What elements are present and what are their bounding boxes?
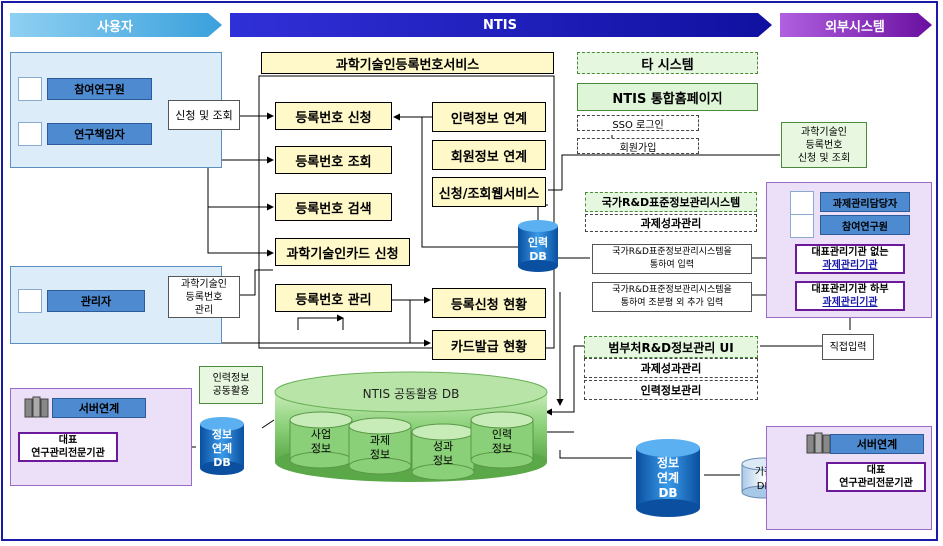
hr-db-label: 인력 DB bbox=[518, 236, 558, 264]
ext-apply-note: 과학기술인 등록번호 신청 및 조회 bbox=[781, 122, 867, 168]
direct-input-note: 직접입력 bbox=[822, 334, 874, 360]
note-line: 과학기술인 bbox=[181, 278, 227, 290]
db-line: 과제 bbox=[369, 434, 391, 447]
other-system-title: 타 시스템 bbox=[577, 52, 758, 74]
db-line: DB bbox=[658, 486, 678, 500]
std-input-box-1: 국가R&D표준정보관리시스템을 통하여 입력 bbox=[592, 244, 752, 274]
ntis-portal-box: NTIS 통합홈페이지 bbox=[577, 83, 758, 111]
db-line: 정보 bbox=[491, 442, 513, 455]
user-header-arrow bbox=[10, 13, 222, 37]
note-line: 통하여 입력 bbox=[649, 260, 695, 270]
std-system-title: 국가R&D표준정보관리시스템 bbox=[585, 192, 757, 212]
db-line: 정보 bbox=[211, 428, 233, 441]
db-line: 기관 bbox=[754, 467, 774, 478]
org-none-box: 대표관리기관 없는 과제관리기관 bbox=[795, 244, 905, 274]
db-line: DB bbox=[213, 456, 231, 469]
ministry-hr-box: 인력정보관리 bbox=[584, 380, 758, 400]
external-header: 외부시스템 bbox=[825, 19, 885, 35]
box-line: 대표관리기관 하부 bbox=[811, 284, 889, 295]
ministry-task-box: 과제성과관리 bbox=[584, 358, 758, 378]
note-line: 관리 bbox=[194, 304, 214, 316]
db-line: 정보 bbox=[432, 454, 454, 467]
register-search-box: 등록번호 검색 bbox=[275, 193, 392, 221]
note-line: 국가R&D표준정보관리시스템을 bbox=[612, 247, 732, 257]
register-view-box: 등록번호 조회 bbox=[275, 146, 392, 174]
db-line: 성과 bbox=[432, 440, 454, 453]
apply-view-note: 신청 및 조회 bbox=[168, 100, 240, 130]
db-line: 인력 bbox=[491, 428, 513, 441]
task-manager-label: 과제관리담당자 bbox=[820, 192, 910, 212]
box-line: 연구관리전문기관 bbox=[31, 448, 105, 459]
sso-login: SSO 로그인 bbox=[577, 115, 699, 131]
db-line: DB bbox=[529, 250, 547, 263]
server-right-org: 대표 연구관리전문기관 bbox=[826, 462, 926, 492]
db-line: 정보 bbox=[656, 456, 680, 470]
db-line: 정보 bbox=[310, 442, 332, 455]
server-left-org: 대표 연구관리전문기관 bbox=[18, 432, 118, 462]
box-line: 대표 bbox=[866, 465, 886, 476]
hr-share-note: 인력정보 공동활용 bbox=[199, 366, 263, 404]
db-line: 인력 bbox=[527, 236, 549, 249]
register-manage-box: 등록번호 관리 bbox=[275, 284, 392, 312]
person-icon bbox=[790, 191, 814, 215]
card-status-box: 카드발급 현황 bbox=[432, 330, 546, 360]
std-task-box: 과제성과관리 bbox=[585, 214, 757, 232]
member-link-box: 회원정보 연계 bbox=[432, 140, 546, 170]
note-line: 등록번호 bbox=[805, 139, 843, 151]
register-apply-box: 등록번호 신청 bbox=[275, 102, 392, 130]
card-apply-box: 과학기술인카드 신청 bbox=[275, 238, 410, 266]
std-input-box-2: 국가R&D표준정보관리시스템을 통하여 조분평 외 추가 입력 bbox=[592, 282, 752, 312]
box-line: 대표관리기관 없는 bbox=[811, 247, 889, 258]
person-icon bbox=[18, 122, 42, 146]
ntis-header-arrow bbox=[230, 13, 772, 37]
db-line: 정보 bbox=[369, 448, 391, 461]
ext-participant-label: 참여연구원 bbox=[820, 215, 910, 235]
note-line: 과학기술인 bbox=[801, 126, 847, 138]
admin-manage-note: 과학기술인 등록번호 관리 bbox=[168, 276, 240, 318]
common-db-title: NTIS 공동활용 DB bbox=[362, 387, 460, 401]
note-line: 인력정보 bbox=[212, 373, 250, 384]
service-title: 과학기술인등록번호서비스 bbox=[261, 52, 554, 74]
web-service-box: 신청/조회웹서비스 bbox=[432, 177, 546, 207]
ntis-header: NTIS bbox=[483, 17, 517, 33]
org-db-right-label: 기관 DB bbox=[742, 466, 786, 494]
admin-label: 관리자 bbox=[47, 290, 145, 312]
server-right-title: 서버연계 bbox=[830, 434, 924, 454]
person-icon bbox=[18, 77, 42, 101]
server-left-title: 서버연계 bbox=[52, 398, 146, 418]
person-icon bbox=[790, 214, 814, 238]
note-line: 통하여 조분평 외 추가 입력 bbox=[620, 298, 724, 308]
box-line: 과제관리기관 bbox=[822, 297, 878, 308]
member-join: 회원가입 bbox=[577, 138, 699, 154]
note-line: 신청 및 조회 bbox=[797, 152, 851, 164]
db-line: DB bbox=[756, 481, 772, 492]
org-under-box: 대표관리기관 하부 과제관리기관 bbox=[795, 281, 905, 311]
person-icon bbox=[18, 289, 42, 313]
server-icon bbox=[24, 396, 49, 418]
ministry-ui-title: 범부처R&D정보관리 UI bbox=[584, 336, 758, 358]
box-line: 과제관리기관 bbox=[822, 260, 878, 271]
user-header: 사용자 bbox=[97, 19, 133, 35]
server-icon bbox=[806, 432, 831, 454]
external-header-arrow bbox=[780, 13, 932, 37]
box-line: 연구관리전문기관 bbox=[839, 478, 913, 489]
lead-researcher-label: 연구책임자 bbox=[47, 123, 152, 145]
hr-link-box: 인력정보 연계 bbox=[432, 102, 546, 132]
note-line: 국가R&D표준정보관리시스템을 bbox=[612, 285, 732, 295]
apply-status-box: 등록신청 현황 bbox=[432, 288, 546, 318]
participant-label: 참여연구원 bbox=[47, 78, 152, 100]
db-line: 연계 bbox=[656, 471, 680, 485]
db-line: 연계 bbox=[211, 442, 233, 455]
box-line: 대표 bbox=[58, 435, 78, 446]
note-line: 공동활용 bbox=[212, 386, 250, 397]
db-line: 사업 bbox=[310, 428, 332, 441]
note-line: 등록번호 bbox=[185, 291, 223, 303]
